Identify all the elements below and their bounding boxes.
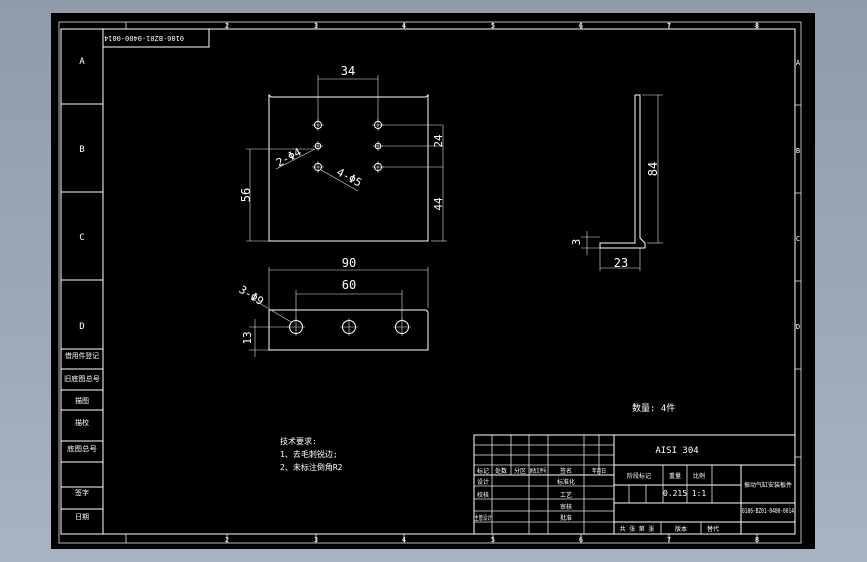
top-view[interactable]: 90 60 3-Φ9 13	[237, 256, 429, 357]
dim-side-thickness: 3	[570, 239, 583, 246]
quantity-note: 数量: 4件	[632, 402, 675, 414]
dim-top-spacing: 60	[342, 278, 356, 292]
dim-side-length: 23	[614, 256, 628, 270]
part-name: 振动气缸安装板件	[744, 481, 792, 489]
dim-top-width: 90	[342, 256, 356, 270]
revision-header: 处数	[495, 467, 507, 475]
left-column-label: 日期	[75, 513, 89, 521]
row-label: B	[79, 145, 84, 155]
dim-front-hole-vertical: 24	[432, 134, 445, 148]
left-column-label: 旧底图总号	[64, 374, 100, 383]
title-block: 标记 处数 分区 更改文件号 签名 年月日 设计 校核 主管设计 标准化 工艺 …	[473, 434, 796, 535]
left-column-label: 借用件登记	[65, 351, 99, 360]
weight-label: 重量	[669, 472, 681, 480]
dim-side-height: 84	[646, 162, 660, 176]
tech-requirement-item: 2、未标注倒角R2	[280, 462, 343, 472]
row-zone-labels-right: A B C D	[795, 59, 801, 458]
row-label: A	[79, 57, 85, 67]
column-zone-labels: 2 3 4 5 6 7 8 2 3 4 5 6 7 8	[125, 22, 759, 544]
drawing-sheet: 2 3 4 5 6 7 8 2 3 4 5 6 7 8 A B C D A B …	[58, 21, 802, 544]
row-label: B	[796, 147, 800, 155]
signoff-label: 标准化	[557, 478, 575, 486]
row-label: C	[79, 233, 84, 243]
front-view[interactable]: 34 24 44 56 2-Φ4 4-Φ5	[239, 64, 447, 242]
revision-header: 标记	[477, 467, 489, 475]
material: AISI 304	[655, 446, 698, 456]
col-label: 6	[579, 536, 583, 544]
signoff-label: 批准	[560, 514, 572, 522]
dim-front-hole-bottom: 44	[432, 197, 445, 211]
inner-frame	[60, 28, 796, 535]
col-label: 6	[579, 22, 583, 30]
col-label: 8	[755, 22, 759, 30]
revision-header: 分区	[514, 467, 526, 475]
col-label: 3	[314, 536, 318, 544]
row-label: A	[796, 59, 801, 67]
drawing-code: 0106-BZ01-0400-0014	[742, 507, 794, 515]
sheet-label: 共 张 第 张	[620, 525, 655, 533]
dim-front-height: 56	[239, 188, 253, 202]
left-column-label: 底图总号	[67, 444, 97, 453]
dim-top-height: 13	[241, 331, 254, 344]
left-column-label: 签字	[75, 488, 89, 497]
scale-label: 比例	[693, 472, 705, 480]
col-label: 5	[491, 22, 495, 30]
signoff-label: 工艺	[560, 491, 572, 499]
col-label: 8	[755, 536, 759, 544]
outer-frame	[58, 21, 802, 544]
corner-code-box: 0106-BZ01-0400-0014	[103, 29, 210, 48]
left-column-label: 描校	[75, 418, 89, 427]
signoff-label: 设计	[477, 478, 489, 486]
cad-viewport[interactable]: 2 3 4 5 6 7 8 2 3 4 5 6 7 8 A B C D A B …	[51, 13, 815, 549]
dim-front-top-spacing: 34	[341, 64, 355, 78]
tech-requirements-title: 技术要求:	[280, 436, 317, 446]
replace-label: 替代	[707, 525, 719, 533]
signoff-label: 审核	[560, 503, 572, 511]
version-label: 版本	[675, 525, 687, 533]
tech-requirement-item: 1、去毛刺锐边;	[280, 449, 338, 459]
left-column-label: 描图	[75, 396, 89, 405]
stage-label: 阶段标记	[627, 472, 651, 480]
scale-value: 1:1	[692, 489, 707, 498]
row-label: C	[796, 235, 800, 243]
col-label: 4	[402, 536, 406, 544]
col-label: 7	[667, 536, 671, 544]
signoff-label: 校核	[477, 491, 489, 499]
revision-header: 年月日	[592, 467, 606, 475]
col-label: 2	[225, 22, 229, 30]
side-view[interactable]: 84 3 23	[570, 94, 663, 271]
left-signoff-column: 借用件登记 旧底图总号 描图 描校 底图总号 签字 日期	[61, 348, 103, 521]
tech-requirements: 技术要求: 1、去毛刺锐边; 2、未标注倒角R2	[280, 436, 343, 472]
col-label: 3	[314, 22, 318, 30]
row-label: D	[79, 322, 84, 332]
col-label: 7	[667, 22, 671, 30]
signoff-label: 主管设计	[475, 514, 492, 522]
revision-header: 更改文件号	[530, 467, 547, 475]
corner-code: 0106-BZ01-0400-0014	[104, 34, 184, 42]
col-label: 5	[491, 536, 495, 544]
row-label: D	[796, 323, 800, 331]
row-zone-labels-left: A B C D	[61, 29, 104, 534]
col-label: 2	[225, 536, 229, 544]
revision-header: 签名	[560, 467, 572, 475]
col-label: 4	[402, 22, 406, 30]
weight-value: 0.215	[663, 489, 687, 498]
